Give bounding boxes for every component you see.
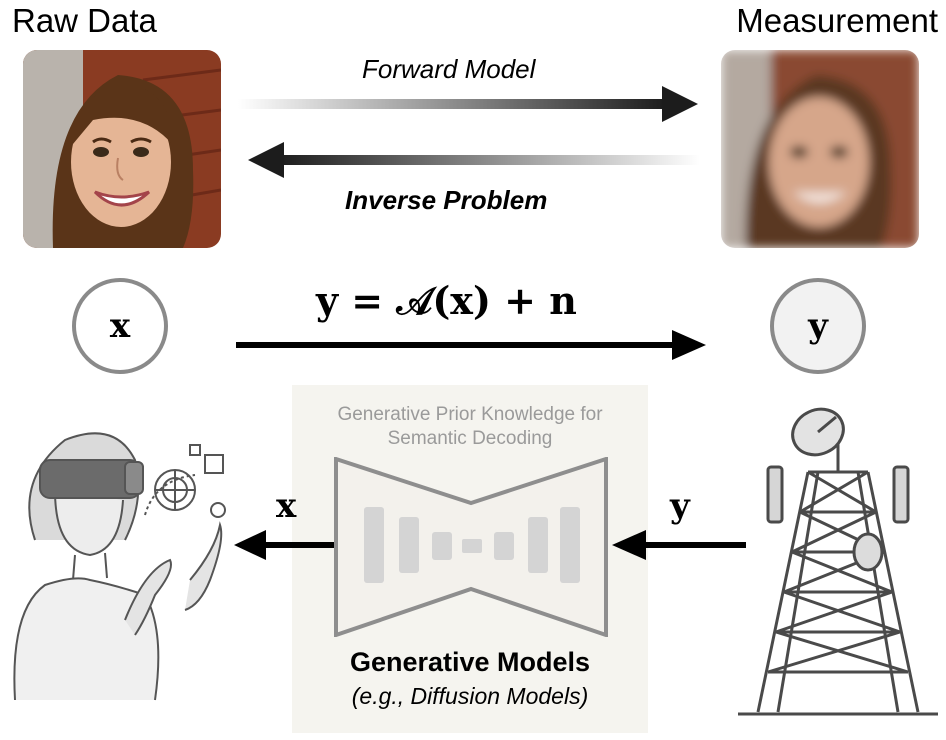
telecom-tower-sketch-icon <box>738 407 938 716</box>
encoder-decoder-icon <box>334 457 608 637</box>
forward-model-label: Forward Model <box>362 54 536 84</box>
prior-line-2: Semantic Decoding <box>387 428 553 449</box>
measurement-label: Measurement <box>736 2 938 39</box>
output-x-label: x <box>276 486 297 526</box>
blurred-face-photo-icon <box>721 50 919 248</box>
forward-inverse-arrows <box>238 86 700 178</box>
input-y-label: y <box>670 486 690 526</box>
measurement-photo <box>721 50 919 248</box>
generative-models-title: Generative Models <box>349 647 591 677</box>
generative-models-subtitle: (e.g., Diffusion Models) <box>351 683 589 709</box>
face-photo-icon <box>23 50 221 248</box>
y-node-label: y <box>808 306 828 346</box>
raw-data-label: Raw Data <box>12 2 157 39</box>
forward-arrow-shaft <box>238 99 666 109</box>
inverse-arrow-shaft <box>280 155 700 165</box>
forward-equation: y = 𝒜(x) + n <box>316 278 577 323</box>
equation-arrow <box>236 330 706 360</box>
y-node: y <box>770 278 866 374</box>
inverse-problem-label: Inverse Problem <box>345 185 548 215</box>
decode-output-arrow <box>234 530 334 560</box>
generative-prior-text: Generative Prior Knowledge for Semantic … <box>292 403 648 451</box>
x-node-label: x <box>109 306 131 346</box>
received-input-arrow <box>612 530 746 560</box>
inverse-arrow-head <box>248 142 284 178</box>
x-node: x <box>72 278 168 374</box>
vr-user-sketch-icon <box>13 432 226 701</box>
generative-models-box: Generative Prior Knowledge for Semantic … <box>292 385 648 733</box>
raw-face-photo <box>23 50 221 248</box>
forward-arrow-head <box>662 86 698 122</box>
prior-line-1: Generative Prior Knowledge for <box>337 404 603 425</box>
